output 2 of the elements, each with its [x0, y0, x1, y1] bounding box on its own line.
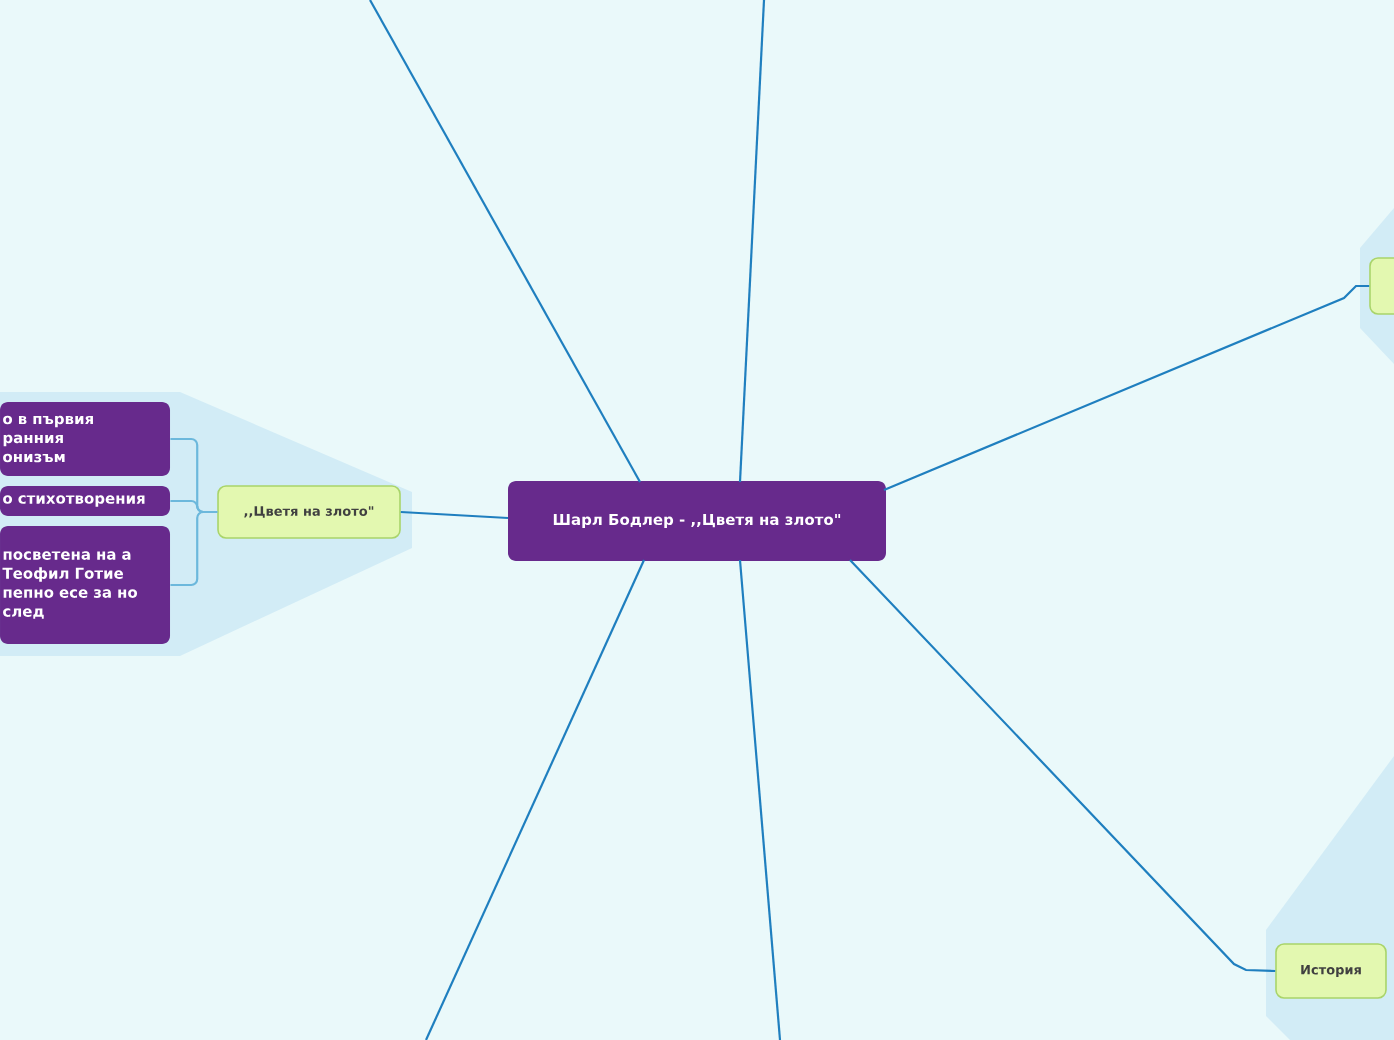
topic-box [1369, 257, 1394, 315]
connector-line [170, 510, 218, 587]
